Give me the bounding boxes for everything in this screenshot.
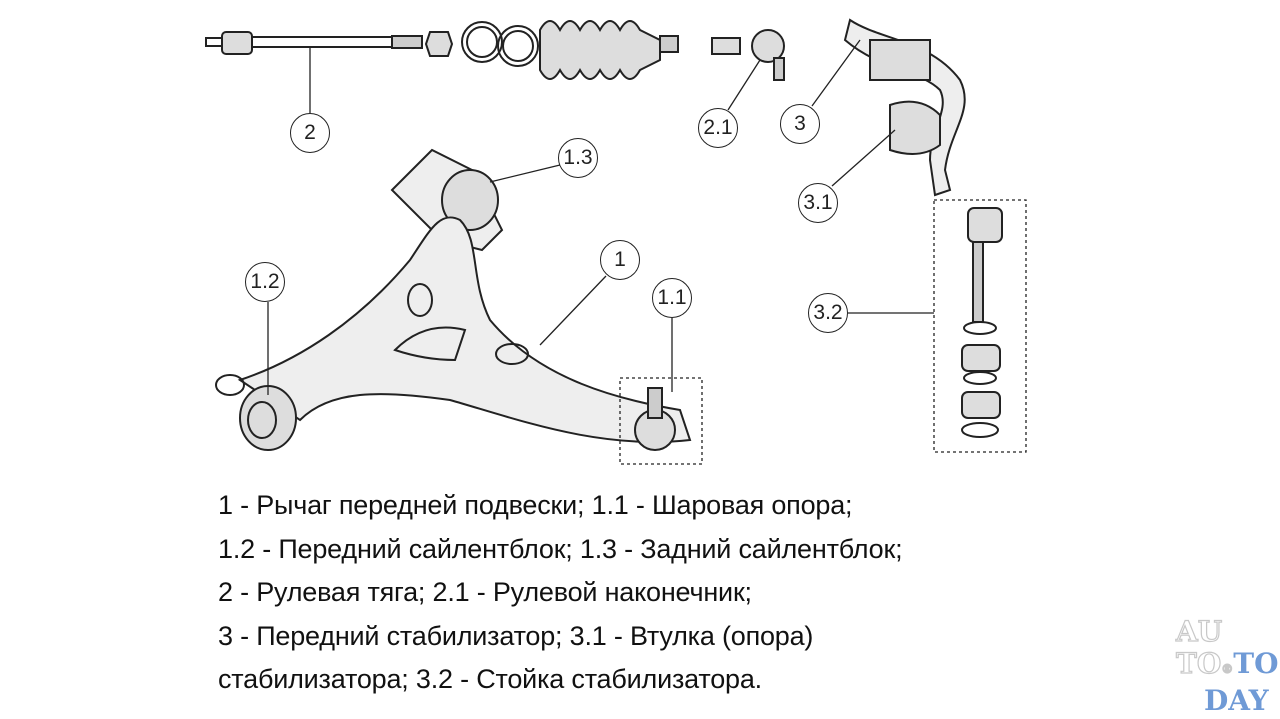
logo-text: TO [1175,647,1222,680]
control-arm-drawing [215,148,703,465]
caption-line: 1 - Рычаг передней подвески; 1.1 - Шаров… [218,490,853,520]
leader-lines [267,39,934,395]
logo-text: DAY [1204,684,1269,717]
stabilizer-drawing [843,18,1027,453]
callout-2-1: 2.1 [698,108,738,148]
callout-1-1: 1.1 [652,278,692,318]
logo-text: AU [1175,615,1223,648]
autotoday-logo: AU TO®TO DAY [1175,615,1279,717]
callout-1: 1 [600,240,640,280]
callout-3-2: 3.2 [808,293,848,333]
callout-2: 2 [290,113,330,153]
tie-rod-drawing [205,20,785,81]
caption-line: 3 - Передний стабилизатор; 3.1 - Втулка … [218,620,814,651]
callout-3: 3 [780,104,820,144]
logo-text: TO [1233,647,1279,680]
caption-line: 2 - Рулевая тяга; 2.1 - Рулевой наконечн… [218,577,752,607]
caption-line: 1.2 - Передний сайлентблок; 1.3 - Задний… [218,533,903,564]
caption-line: стабилизатора; 3.2 - Стойка стабилизатор… [218,664,762,694]
callout-1-3: 1.3 [558,138,598,178]
callout-3-1: 3.1 [798,183,838,223]
callout-1-2: 1.2 [245,262,285,302]
legend-caption: 1 - Рычаг передней подвески; 1.1 - Шаров… [218,484,903,702]
